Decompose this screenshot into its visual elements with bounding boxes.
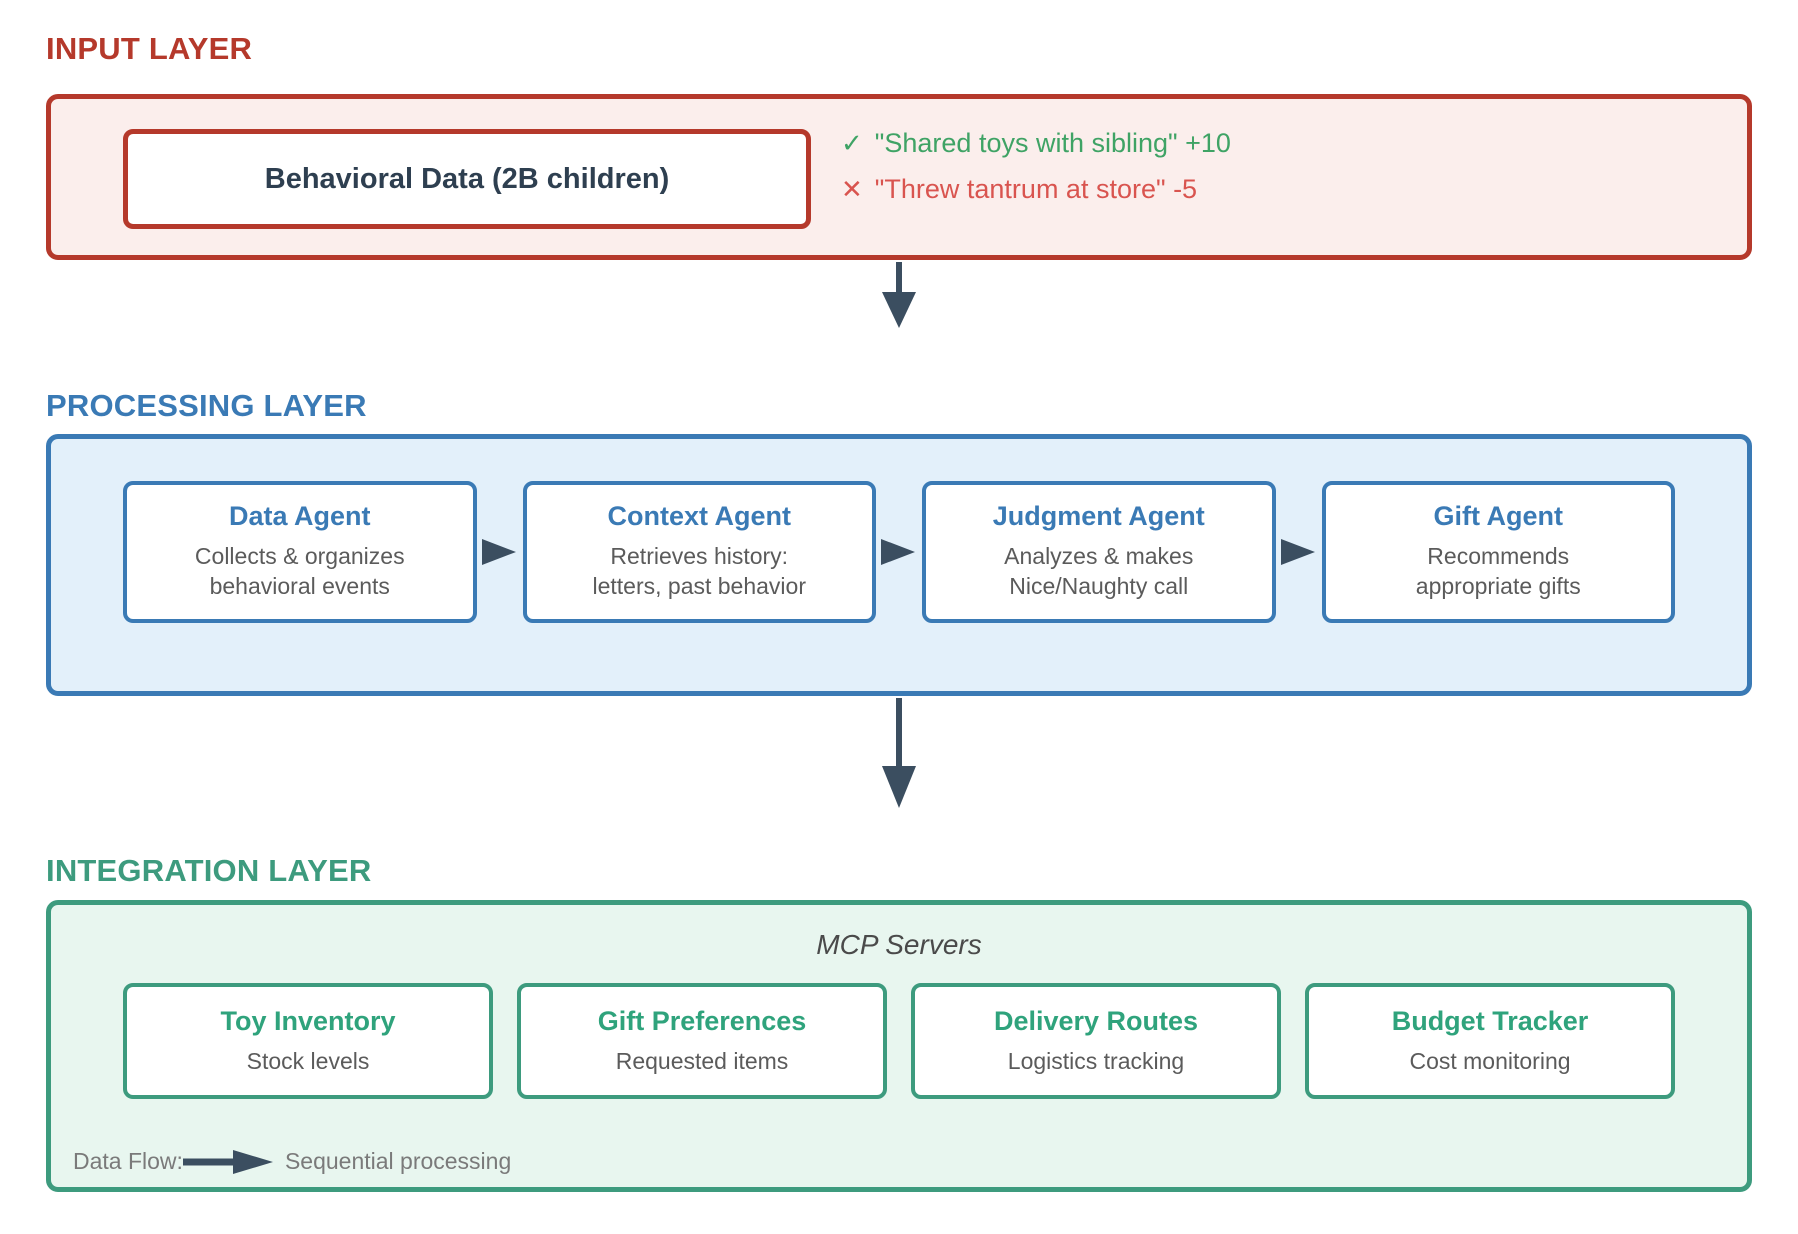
server-name: Gift Preferences xyxy=(597,1005,807,1036)
agent-desc-line-1: Analyzes & makes xyxy=(1004,543,1194,570)
processing-layer-panel: Data Agent Collects & organizes behavior… xyxy=(46,434,1752,696)
example-negative-text: "Threw tantrum at store" -5 xyxy=(874,174,1198,205)
agent-card-gift-agent[interactable]: Gift Agent Recommends appropriate gifts xyxy=(1321,481,1675,623)
agent-desc-line-1: Collects & organizes xyxy=(194,543,405,570)
server-card-budget-tracker[interactable]: Budget Tracker Cost monitoring xyxy=(1305,983,1675,1099)
agent-card-judgment-agent[interactable]: Judgment Agent Analyzes & makes Nice/Nau… xyxy=(922,481,1276,623)
down-arrow-icon xyxy=(882,698,916,808)
server-description: Cost monitoring xyxy=(1409,1047,1571,1074)
server-card-delivery-routes[interactable]: Delivery Routes Logistics tracking xyxy=(911,983,1281,1099)
mcp-servers-row: Toy Inventory Stock levels Gift Preferen… xyxy=(123,983,1675,1099)
agent-desc-line-1: Recommends xyxy=(1427,543,1570,570)
agent-desc-line-2: letters, past behavior xyxy=(592,572,806,599)
flow-arrow-input-to-processing xyxy=(869,262,929,330)
legend-caption: Sequential processing xyxy=(284,1148,512,1174)
processing-layer-title: PROCESSING LAYER xyxy=(46,388,367,423)
server-card-toy-inventory[interactable]: Toy Inventory Stock levels xyxy=(123,983,493,1099)
agent-description: Retrieves history: letters, past behavio… xyxy=(592,542,806,601)
agent-desc-line-2: Nice/Naughty call xyxy=(1009,572,1189,599)
example-negative: ✕ "Threw tantrum at store" -5 xyxy=(841,173,1231,205)
agent-description: Recommends appropriate gifts xyxy=(1416,542,1581,601)
example-positive-text: "Shared toys with sibling" +10 xyxy=(874,128,1231,158)
agent-description: Analyzes & makes Nice/Naughty call xyxy=(1004,542,1193,601)
agent-pipeline: Data Agent Collects & organizes behavior… xyxy=(123,481,1675,623)
right-arrow-icon xyxy=(881,539,915,565)
flow-arrow-processing-to-integration xyxy=(869,698,929,810)
legend-arrow xyxy=(182,1149,275,1175)
behavioral-data-label: Behavioral Data (2B children) xyxy=(264,162,670,195)
agent-name: Gift Agent xyxy=(1433,501,1563,532)
input-layer-panel: Behavioral Data (2B children) ✓ "Shared … xyxy=(46,94,1752,260)
down-arrow-icon xyxy=(882,262,916,328)
agent-name: Judgment Agent xyxy=(992,501,1205,532)
input-layer-content: Behavioral Data (2B children) ✓ "Shared … xyxy=(51,99,1747,255)
example-positive: ✓ "Shared toys with sibling" +10 xyxy=(841,127,1231,159)
agent-card-context-agent[interactable]: Context Agent Retrieves history: letters… xyxy=(522,481,876,623)
agent-desc-line-2: behavioral events xyxy=(209,572,390,599)
behavior-examples-list: ✓ "Shared toys with sibling" +10 ✕ "Thre… xyxy=(841,127,1231,206)
integration-layer-title: INTEGRATION LAYER xyxy=(46,853,372,888)
flow-arrow-2 xyxy=(876,532,922,572)
legend-label: Data Flow: xyxy=(73,1148,183,1174)
agent-name: Context Agent xyxy=(607,501,792,532)
agent-description: Collects & organizes behavioral events xyxy=(195,542,405,601)
data-flow-legend: Data Flow: Sequential processing xyxy=(73,1148,511,1175)
cross-icon: ✕ xyxy=(841,174,863,205)
server-description: Requested items xyxy=(615,1047,789,1074)
flow-arrow-1 xyxy=(477,532,523,572)
flow-arrow-3 xyxy=(1276,532,1322,572)
server-description: Logistics tracking xyxy=(1007,1047,1185,1074)
server-description: Stock levels xyxy=(246,1047,370,1074)
server-name: Toy Inventory xyxy=(220,1005,396,1036)
right-arrow-icon xyxy=(1280,539,1315,565)
check-icon: ✓ xyxy=(841,128,863,158)
input-layer-title: INPUT LAYER xyxy=(46,31,253,66)
server-name: Budget Tracker xyxy=(1391,1005,1589,1036)
agent-desc-line-1: Retrieves history: xyxy=(610,543,789,570)
integration-layer-panel: MCP Servers Toy Inventory Stock levels G… xyxy=(46,900,1752,1192)
behavioral-data-box[interactable]: Behavioral Data (2B children) xyxy=(123,129,811,229)
server-card-gift-preferences[interactable]: Gift Preferences Requested items xyxy=(517,983,887,1099)
server-name: Delivery Routes xyxy=(993,1005,1199,1036)
right-arrow-icon xyxy=(182,1149,273,1174)
right-arrow-icon xyxy=(481,539,516,565)
agent-name: Data Agent xyxy=(228,501,371,532)
agent-card-data-agent[interactable]: Data Agent Collects & organizes behavior… xyxy=(123,481,477,623)
agent-desc-line-2: appropriate gifts xyxy=(1415,572,1581,599)
mcp-servers-label: MCP Servers xyxy=(816,929,982,960)
